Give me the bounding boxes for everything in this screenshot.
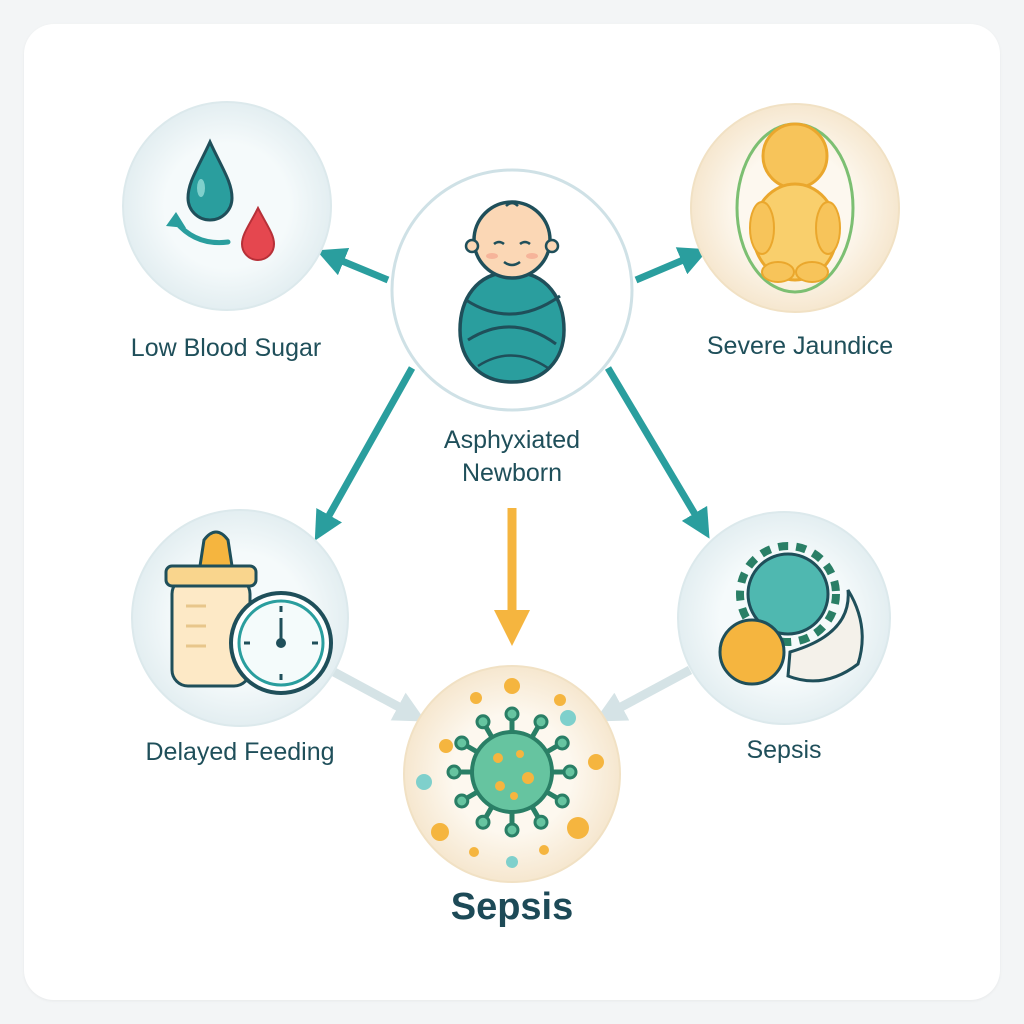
arrow-to-sepsis-right (604, 366, 710, 539)
bottle-clock-icon (164, 530, 333, 695)
sepsis-right-label: Sepsis (746, 736, 822, 764)
node-severe-jaundice (690, 103, 900, 313)
bacteria-icon (718, 542, 864, 686)
virus-spike-tip (454, 793, 470, 809)
delayed-feeding-label: Delayed Feeding (145, 738, 335, 766)
arrows (314, 247, 710, 722)
arrow-to-severe-jaundice (634, 247, 709, 284)
virus-spike-tip (533, 714, 549, 730)
virus-spike-tip (454, 735, 470, 751)
virus-spike-tip (475, 714, 491, 730)
virus-spike-tip (504, 706, 520, 722)
sepsis-bottom-label: Sepsis (450, 886, 574, 928)
virus-spike-tip (554, 735, 570, 751)
node-delayed-feeding (131, 509, 349, 727)
asphyxiated-newborn-line2: Newborn (461, 459, 563, 487)
virus-spike-tip (554, 793, 570, 809)
asphyxiated-newborn-label: Asphyxiated Newborn (392, 424, 632, 490)
virus-spike-tip (446, 764, 462, 780)
asphyxiated-newborn-line1: Asphyxiated (443, 426, 581, 454)
virus-spike-tip (504, 822, 520, 838)
arrow-to-delayed-feeding (314, 366, 416, 541)
virus-spike-tip (562, 764, 578, 780)
virus-spike-tip (533, 814, 549, 830)
jaundiced-baby-icon (735, 122, 855, 294)
virus-icon (416, 678, 604, 868)
node-sepsis-right (677, 511, 891, 725)
arrow-to-low-blood-sugar (316, 248, 390, 284)
arrow-feeding-to-sepsis (331, 668, 426, 722)
node-low-blood-sugar (122, 101, 332, 311)
blood-drop-icon (166, 138, 276, 261)
node-asphyxiated-newborn (390, 168, 634, 412)
arrow-sepsis-right-to-sepsis (594, 666, 693, 722)
node-sepsis-bottom (403, 665, 621, 883)
swaddled-baby-icon (458, 200, 566, 384)
low-blood-sugar-label: Low Blood Sugar (130, 334, 322, 362)
severe-jaundice-label: Severe Jaundice (706, 332, 894, 360)
virus-spike-tip (475, 814, 491, 830)
